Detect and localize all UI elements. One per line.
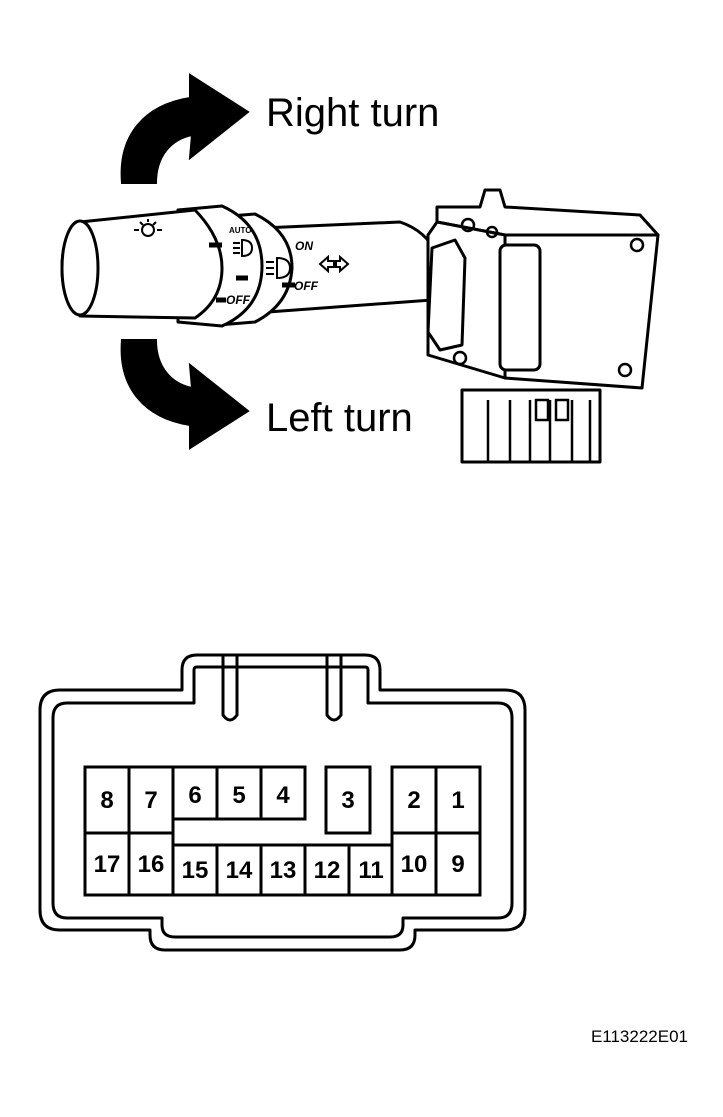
- pin-label-14: 14: [226, 857, 253, 884]
- figure-id: E113222E01: [591, 1027, 688, 1046]
- pin-label-8: 8: [100, 787, 113, 814]
- fog-lamp-icon: [266, 256, 292, 280]
- switch-auto-label: AUTO: [229, 226, 252, 235]
- pin-label-6: 6: [188, 782, 201, 809]
- right-turn-arrow: [120, 73, 250, 184]
- pin-label-12: 12: [314, 857, 341, 884]
- pin-label-13: 13: [270, 857, 297, 884]
- pin-label-15: 15: [182, 857, 209, 884]
- pin-label-2: 2: [407, 787, 420, 814]
- pin-label-16: 16: [138, 851, 165, 878]
- pin-label-11: 11: [358, 857, 383, 884]
- left-turn-arrow: [120, 339, 250, 450]
- turn-indicator-icon: [318, 254, 350, 274]
- switch-off-cap-label: OFF: [226, 293, 251, 307]
- right-turn-label: Right turn: [266, 91, 439, 135]
- lever-marks: [209, 242, 295, 303]
- pin-label-3: 3: [341, 787, 354, 814]
- connector-shell: [38, 653, 527, 952]
- pin-label-5: 5: [232, 782, 245, 809]
- housing-details: [452, 217, 645, 462]
- pin-label-10: 10: [401, 851, 428, 878]
- headlight-icon: [134, 219, 162, 237]
- left-turn-label: Left turn: [266, 396, 413, 440]
- pin-label-1: 1: [451, 787, 464, 814]
- pin-label-4: 4: [276, 782, 290, 809]
- pin-label-9: 9: [451, 851, 464, 878]
- low-beam-icon: [233, 238, 254, 258]
- turn-signal-lever: [60, 204, 442, 328]
- switch-on-label: ON: [295, 239, 313, 253]
- pin-label-7: 7: [144, 787, 157, 814]
- switch-off-ring-label: OFF: [294, 279, 319, 293]
- pin-label-17: 17: [94, 851, 121, 878]
- connector-pin-grid: [83, 765, 482, 897]
- connector-lock-slots: [221, 655, 343, 722]
- switch-housing: [426, 188, 660, 464]
